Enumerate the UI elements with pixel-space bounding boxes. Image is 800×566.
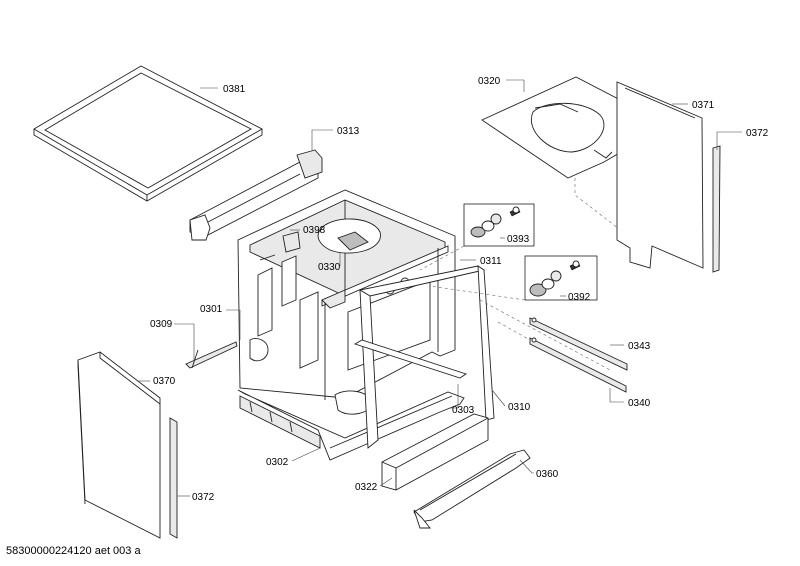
- part-0310-lower-seal[interactable]: [353, 339, 468, 379]
- label-0320[interactable]: 0320: [478, 76, 501, 87]
- label-0343[interactable]: 0343: [628, 341, 651, 352]
- part-0309-hinge-strip[interactable]: [185, 341, 238, 369]
- part-0398[interactable]: [282, 231, 301, 253]
- label-0309[interactable]: 0309: [150, 319, 173, 330]
- label-0381[interactable]: 0381: [223, 84, 246, 95]
- label-0372-right[interactable]: 0372: [746, 128, 769, 139]
- part-0343-rail[interactable]: [529, 317, 628, 371]
- part-0330[interactable]: [337, 231, 369, 251]
- label-0301[interactable]: 0301: [200, 304, 223, 315]
- label-0310[interactable]: 0310: [508, 402, 531, 413]
- label-0392[interactable]: 0392: [568, 292, 591, 303]
- dishwasher-tub[interactable]: [237, 189, 456, 415]
- label-0322[interactable]: 0322: [355, 482, 378, 493]
- label-0370[interactable]: 0370: [153, 376, 176, 387]
- part-0313-bracket[interactable]: [189, 149, 323, 241]
- part-0311-door-seal[interactable]: [358, 265, 495, 449]
- part-labels: 0381 0313 0320 0371 0372 0398 0330 0393 …: [150, 76, 769, 503]
- label-0330[interactable]: 0330: [318, 262, 341, 273]
- part-0381-top-cover[interactable]: [33, 65, 263, 202]
- label-0302[interactable]: 0302: [266, 457, 289, 468]
- label-0372-left[interactable]: 0372: [192, 492, 215, 503]
- part-0372-side-strip-right[interactable]: [712, 145, 721, 273]
- label-0393[interactable]: 0393: [507, 234, 530, 245]
- label-0340[interactable]: 0340: [628, 398, 651, 409]
- part-0322-kick-plate[interactable]: [381, 413, 489, 491]
- leader-lines: [138, 79, 742, 497]
- part-0393-hub-set[interactable]: [463, 203, 535, 247]
- label-0313[interactable]: 0313: [337, 126, 360, 137]
- part-0372-side-strip-left[interactable]: [169, 417, 178, 539]
- label-0398[interactable]: 0398: [303, 225, 326, 236]
- part-0340-rail[interactable]: [529, 337, 627, 393]
- label-0371[interactable]: 0371: [692, 100, 715, 111]
- label-0303[interactable]: 0303: [452, 405, 475, 416]
- part-0392-hub-set[interactable]: [524, 255, 598, 301]
- label-0311[interactable]: 0311: [480, 256, 502, 267]
- part-0370-door-panel[interactable]: [77, 351, 161, 539]
- label-0360[interactable]: 0360: [536, 469, 559, 480]
- part-0371-side-insulation[interactable]: [616, 81, 704, 269]
- document-id: 58300000224120 aet 003 a: [6, 545, 141, 557]
